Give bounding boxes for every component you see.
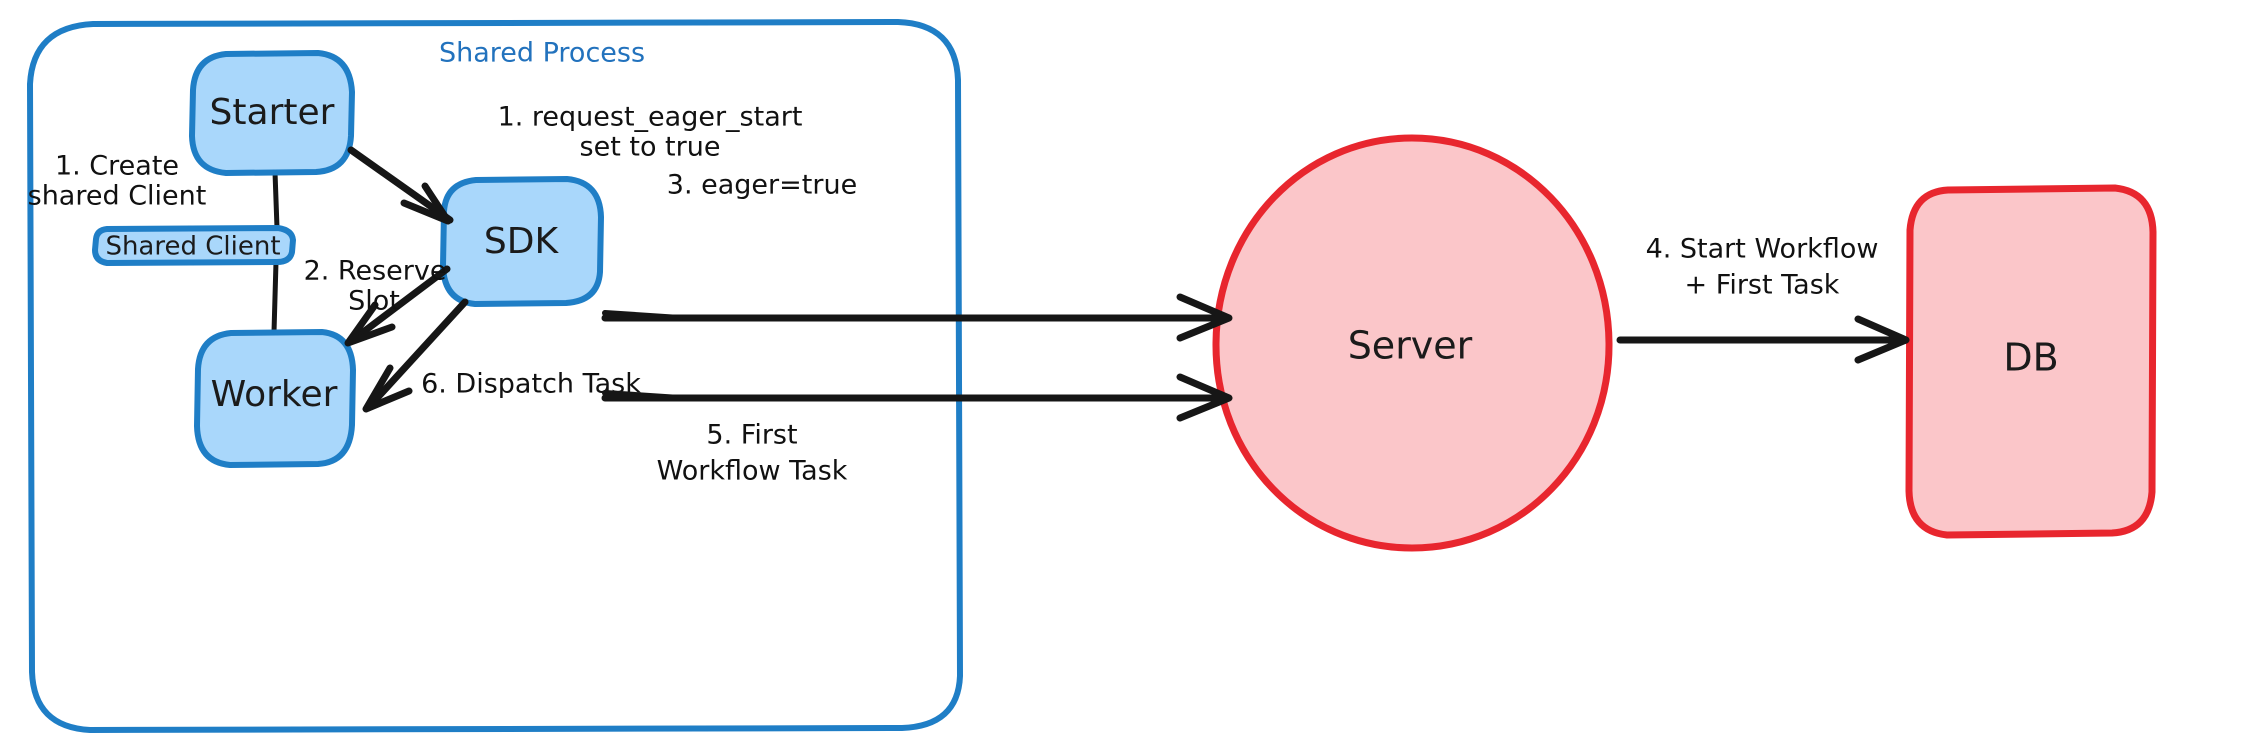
worker-label: Worker [211,374,338,415]
edge-starter-to-sdk-arrowhead [400,182,452,225]
node-worker[interactable]: Worker [194,329,356,468]
edge-label-create-shared-client: 1. Create shared Client [28,151,207,212]
edge-label-create-shared-client-line1: 1. Create [55,151,179,182]
edge-label-eager-true: 3. eager=true [667,170,857,201]
node-shared-client[interactable]: Shared Client [92,225,296,266]
edge-dispatch-task-line [364,298,469,412]
sdk-box[interactable] [440,176,604,307]
edge-label-request-eager-start-line2: set to true [580,132,721,163]
sdk-label: SDK [484,221,560,262]
db-label: DB [2003,336,2058,380]
edge-reserve-slot-arrowhead [344,301,396,347]
starter-label: Starter [210,92,335,133]
node-db[interactable]: DB [1905,184,2157,539]
edge-server-to-db: 4. Start Workflow + First Task [1616,234,1910,364]
server-label: Server [1348,324,1473,368]
db-box[interactable] [1905,184,2157,539]
edge-label-reserve-slot-line2: Slot [348,286,400,317]
edge-label-first-workflow-task-line1: 5. First [706,420,797,451]
edge-sdk-to-server-eager: 3. eager=true [601,170,1233,342]
edge-label-request-eager-start-line1: 1. request_eager_start [498,102,803,133]
edge-reserve-slot-line [346,265,451,346]
edge-first-workflow-task-line-sketch [602,390,683,401]
node-starter[interactable]: Starter [189,50,355,176]
edge-start-workflow-arrowhead [1854,315,1910,364]
edge-eager-true-arrowhead [1176,293,1233,342]
edge-label-start-workflow-line1: 4. Start Workflow [1646,234,1879,265]
edge-sdk-to-worker-reserve: 2. Reserve Slot [304,256,451,347]
node-sdk[interactable]: SDK [440,176,604,307]
starter-box[interactable] [189,50,355,176]
shared-process-group: Shared Process [27,19,963,733]
server-ellipse[interactable] [1212,134,1613,552]
edge-starter-to-sdk-line [347,146,454,224]
edge-label-first-workflow-task-line2: Workflow Task [657,456,848,487]
edge-eager-true-line-sketch [602,310,683,321]
edge-dispatch-task-arrowhead [362,364,413,413]
edge-sdk-to-server-first-task: 5. First Workflow Task [601,373,1233,487]
shared-process-label: Shared Process [439,38,645,69]
edge-label-start-workflow-line2: + First Task [1685,270,1840,301]
shared-process-boundary [27,19,963,733]
edge-starter-to-sdk: 1. request_eager_start set to true [347,102,803,225]
edge-label-create-shared-client-line2: shared Client [28,181,207,212]
edge-label-reserve-slot-line1: 2. Reserve [304,256,447,287]
shared-client-to-worker-connector [271,259,279,335]
edge-first-workflow-task-arrowhead [1176,373,1233,422]
shared-client-label: Shared Client [105,232,280,262]
starter-to-shared-client-connector [272,169,280,231]
node-server[interactable]: Server [1212,134,1613,552]
worker-box[interactable] [194,329,356,468]
shared-client-box[interactable] [92,225,296,266]
edge-sdk-to-worker-dispatch: 6. Dispatch Task [362,298,641,413]
